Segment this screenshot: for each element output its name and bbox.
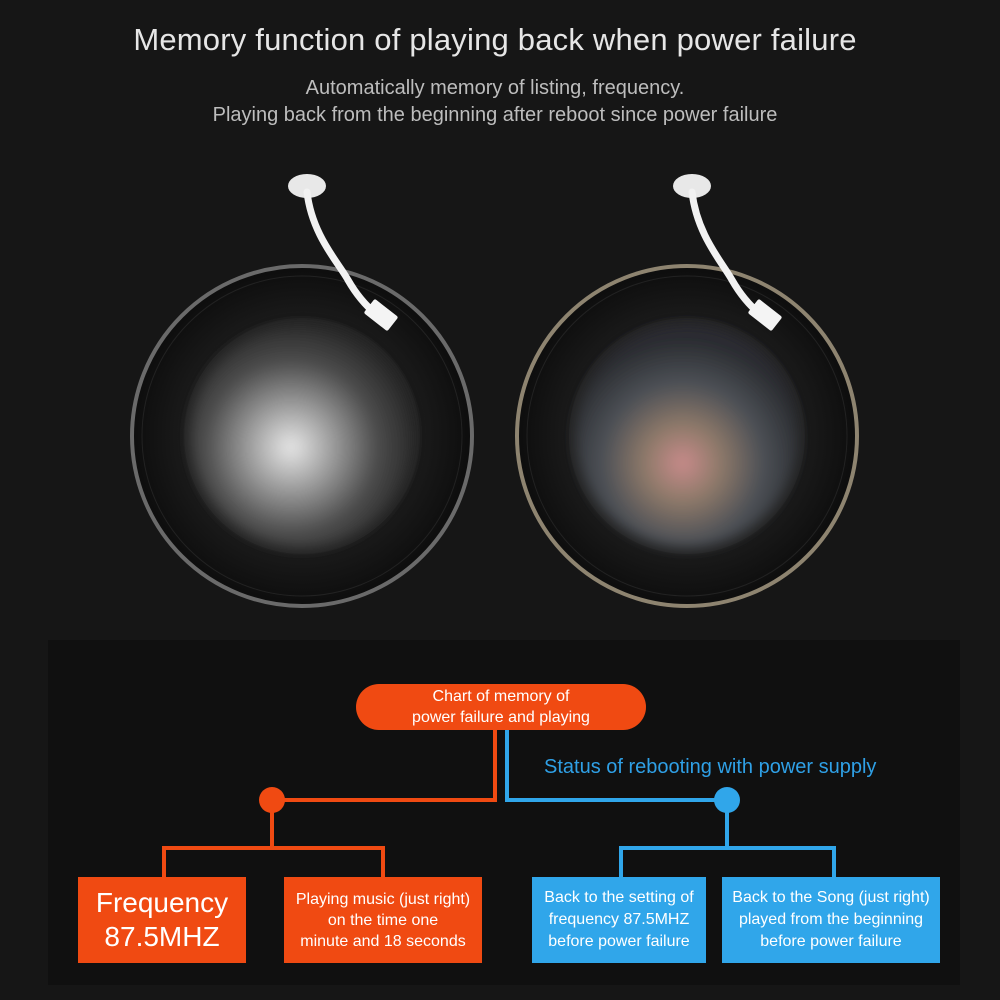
root-node-line-1: Chart of memory of (432, 688, 570, 705)
root-node-line-2: power failure and playing (412, 709, 590, 726)
back-to-song-box: Back to the Song (just right) played fro… (722, 877, 940, 963)
playing-music-line-1: Playing music (just right) (295, 890, 471, 908)
playing-music-box: Playing music (just right) on the time o… (284, 877, 482, 963)
frequency-box-line-1: Frequency (95, 887, 229, 918)
root-node: Chart of memory of power failure and pla… (356, 684, 646, 730)
record-illustrations (130, 174, 859, 608)
back-frequency-line-1: Back to the setting of (544, 889, 694, 906)
back-frequency-line-3: before power failure (548, 933, 690, 950)
connector-left (162, 730, 497, 877)
playing-music-line-3: minute and 18 seconds (300, 932, 466, 950)
back-to-frequency-box: Back to the setting of frequency 87.5MHZ… (532, 877, 706, 963)
record-left (130, 264, 474, 608)
frequency-box: Frequency 87.5MHZ (78, 877, 246, 963)
playing-music-line-2: on the time one (327, 911, 439, 929)
reboot-status-label: Status of rebooting with power supply (544, 756, 877, 778)
node-left (259, 787, 285, 813)
back-song-line-3: before power failure (760, 933, 902, 950)
back-frequency-line-2: frequency 87.5MHZ (548, 911, 690, 928)
node-right (714, 787, 740, 813)
frequency-box-line-2: 87.5MHZ (104, 921, 220, 952)
subtitle-line-1: Automatically memory of listing, frequen… (305, 77, 685, 99)
tonearm-right (673, 174, 782, 331)
subtitle-line-2: Playing back from the beginning after re… (212, 104, 778, 126)
back-song-line-2: played from the beginning (738, 911, 924, 928)
tonearm-left (288, 174, 398, 331)
back-song-line-1: Back to the Song (just right) (732, 889, 930, 906)
page-title: Memory function of playing back when pow… (133, 22, 857, 57)
connector-right (505, 730, 836, 877)
record-right (515, 264, 859, 608)
